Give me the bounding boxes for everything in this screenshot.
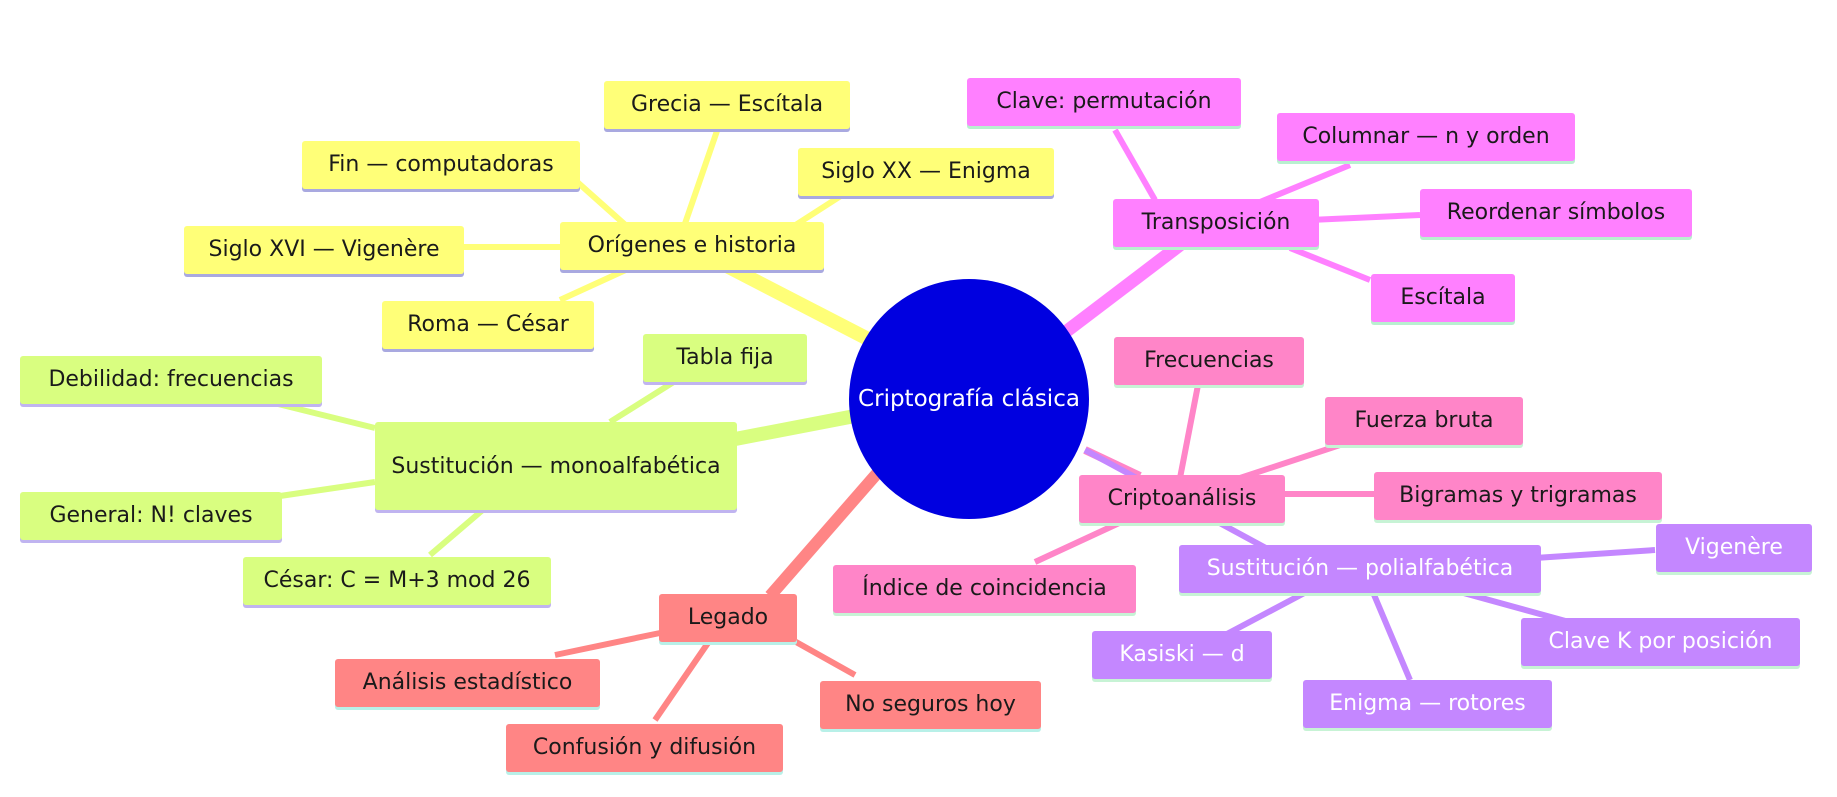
- leaf-confusion[interactable]: Confusión y difusión: [506, 724, 783, 772]
- leaf-roma[interactable]: Roma — César: [382, 301, 594, 349]
- leaf-tabla-fija[interactable]: Tabla fija: [643, 334, 807, 382]
- leaf-bigramas[interactable]: Bigramas y trigramas: [1374, 472, 1662, 520]
- edge-grecia: [677, 127, 721, 239]
- edge-indice: [1033, 515, 1132, 565]
- branch-origenes[interactable]: Orígenes e historia: [560, 222, 824, 270]
- leaf-cesar[interactable]: César: C = M+3 mod 26: [243, 557, 551, 605]
- edge-legado: [765, 466, 885, 600]
- leaf-enigma-rotores[interactable]: Enigma — rotores: [1303, 680, 1552, 728]
- leaf-debilidad[interactable]: Debilidad: frecuencias: [20, 356, 322, 404]
- edge-clave: [1112, 128, 1158, 202]
- root-node[interactable]: Criptografía clásica: [849, 279, 1089, 519]
- edge-confusion: [652, 638, 713, 722]
- leaf-clave-permutacion[interactable]: Clave: permutación: [967, 78, 1241, 126]
- branch-monoalfabetica[interactable]: Sustitución — monoalfabética: [375, 422, 737, 510]
- edge-reordenar: [1309, 212, 1421, 223]
- leaf-escitala[interactable]: Escítala: [1371, 274, 1515, 322]
- edge-general: [279, 479, 376, 499]
- edge-debilidad: [269, 399, 376, 431]
- edge-fuerza: [1239, 442, 1341, 481]
- edge-monoalfabetica: [728, 408, 862, 447]
- leaf-siglo-xx[interactable]: Siglo XX — Enigma: [798, 148, 1054, 196]
- edge-escitala: [1288, 245, 1372, 283]
- edge-vigenere: [1534, 547, 1656, 561]
- edge-enigma: [1369, 588, 1413, 682]
- edge-transposicion: [1051, 239, 1184, 346]
- edge-columnar: [1258, 162, 1352, 205]
- edge-cesar: [428, 505, 487, 558]
- leaf-indice[interactable]: Índice de coincidencia: [833, 565, 1136, 613]
- edge-roma: [558, 265, 632, 303]
- branch-criptoanalisis[interactable]: Criptoanálisis: [1079, 475, 1285, 523]
- leaf-frecuencias[interactable]: Frecuencias: [1114, 337, 1304, 385]
- leaf-fin-computadoras[interactable]: Fin — computadoras: [302, 141, 580, 189]
- edge-kasiski: [1223, 587, 1312, 638]
- edge-analisis: [554, 630, 661, 658]
- leaf-siglo-xvi[interactable]: Siglo XVI — Vigenère: [184, 226, 464, 274]
- leaf-reordenar[interactable]: Reordenar símbolos: [1420, 189, 1692, 237]
- leaf-fuerza-bruta[interactable]: Fuerza bruta: [1325, 397, 1523, 445]
- branch-transposicion[interactable]: Transposición: [1113, 199, 1319, 247]
- leaf-kasiski[interactable]: Kasiski — d: [1092, 631, 1272, 679]
- edge-tabla: [608, 375, 682, 425]
- leaf-grecia[interactable]: Grecia — Escítala: [604, 81, 850, 129]
- branch-polialfabetica[interactable]: Sustitución — polialfabética: [1179, 545, 1541, 593]
- leaf-general[interactable]: General: N! claves: [20, 492, 282, 540]
- leaf-vigenere[interactable]: Vigenère: [1656, 524, 1812, 572]
- leaf-no-seguros[interactable]: No seguros hoy: [820, 681, 1041, 729]
- branch-legado[interactable]: Legado: [659, 594, 797, 642]
- edge-frecuencias: [1177, 384, 1201, 479]
- leaf-clave-k[interactable]: Clave K por posición: [1521, 618, 1800, 666]
- leaf-analisis-estadistico[interactable]: Análisis estadístico: [335, 659, 600, 707]
- leaf-columnar[interactable]: Columnar — n y orden: [1277, 113, 1575, 161]
